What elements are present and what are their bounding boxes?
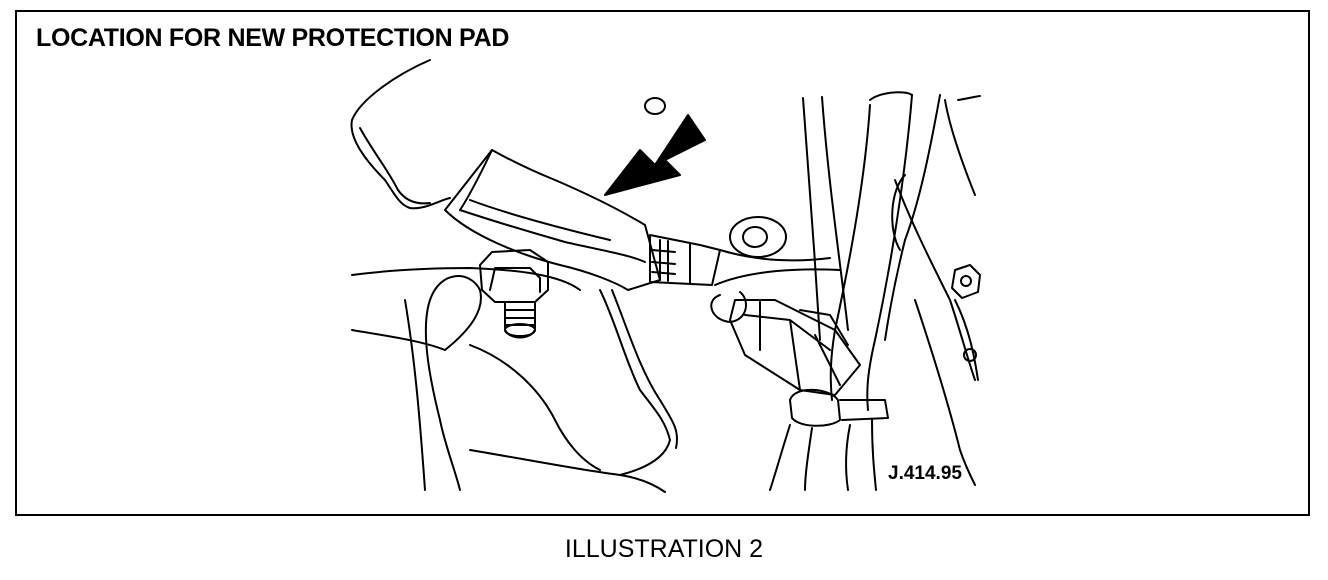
strut-clip (790, 390, 840, 426)
right-bolt-center (961, 276, 971, 286)
reference-code: J.414.95 (888, 463, 962, 484)
body-panel-edge (360, 128, 430, 203)
lower-panel-left (352, 330, 445, 350)
lower-panel-top (352, 268, 580, 290)
stud-shaft (505, 302, 535, 338)
diagram-title: LOCATION FOR NEW PROTECTION PAD (36, 24, 510, 52)
grommet-outer (730, 217, 786, 257)
stud-threads (505, 310, 535, 325)
stud-tip (505, 324, 535, 336)
mounting-hole (645, 98, 665, 114)
connector-ribs (652, 250, 675, 274)
bay-contour-3 (945, 100, 975, 195)
pointer-arrow (605, 115, 705, 195)
bay-contour-7 (955, 300, 978, 380)
strut-top (870, 92, 912, 100)
bracket-edge (600, 290, 670, 475)
bay-contour-4 (895, 180, 975, 380)
tube-b (822, 97, 848, 330)
protection-pad-line (470, 200, 610, 240)
strut-clip-band (840, 400, 888, 420)
connector-double (730, 300, 860, 395)
illustration-caption: ILLUSTRATION 2 (564, 535, 764, 563)
bay-contour-5 (892, 175, 905, 250)
lower-panel-bottom (470, 450, 665, 492)
tube-a (803, 98, 820, 340)
grommet-inner (743, 227, 767, 247)
tube-d (805, 428, 812, 490)
tube-e (846, 425, 850, 490)
stud-nut-face (490, 268, 540, 292)
vertical-strut-left (831, 105, 870, 400)
body-panel-outline (352, 60, 450, 208)
harness-cable (720, 250, 830, 260)
bay-contour-6 (915, 300, 975, 485)
connector-double-detail (745, 300, 840, 390)
bracket-edge-inner (612, 290, 677, 448)
lower-panel-bulge (426, 276, 481, 490)
bay-contour-2 (958, 96, 980, 100)
tube-f (872, 420, 876, 490)
stud-nut (480, 250, 548, 302)
vertical-strut-right (867, 95, 912, 410)
right-bolt (952, 265, 980, 298)
harness-cable-2 (715, 269, 840, 285)
connector-latch (660, 240, 690, 284)
connector-plug (650, 235, 720, 285)
tube-c (770, 425, 790, 490)
protection-pad-fold (460, 150, 645, 262)
right-small-hole (964, 349, 976, 361)
harness-loop (711, 292, 746, 322)
lower-panel-seam (405, 300, 425, 490)
connector-double-latch (800, 310, 848, 345)
protection-pad (445, 150, 660, 290)
bay-contour-1 (885, 95, 940, 340)
lower-panel-curve (470, 345, 600, 470)
